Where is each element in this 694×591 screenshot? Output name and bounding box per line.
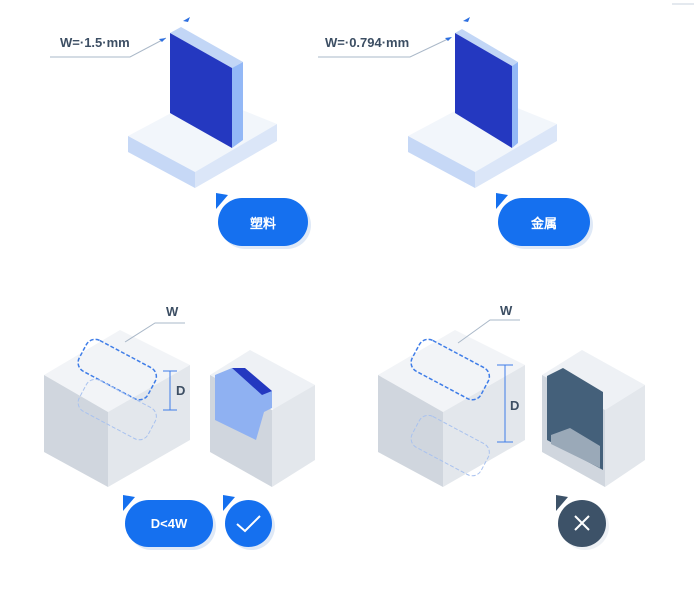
- w-label: W: [500, 303, 513, 318]
- rule-badge: D<4W: [125, 500, 213, 547]
- shallow-pocket-illustration: W D: [44, 304, 315, 487]
- result-fail-badge: [558, 500, 606, 547]
- close-icon: [574, 515, 590, 531]
- material-label: 金属: [530, 215, 557, 231]
- w-label: W: [166, 304, 179, 319]
- d-label: D: [176, 383, 185, 398]
- metal-wall-illustration: W=·0.794·mm: [318, 17, 557, 188]
- material-label: 塑料: [249, 215, 276, 231]
- result-ok-badge: [225, 500, 272, 547]
- width-label: W=·1.5·mm: [60, 35, 130, 50]
- deep-pocket-illustration: W D: [378, 303, 645, 487]
- rule-label: D<4W: [150, 516, 188, 531]
- d-label: D: [510, 398, 519, 413]
- material-badge-metal: 金属: [498, 198, 590, 246]
- width-label: W=·0.794·mm: [325, 35, 409, 50]
- plastic-wall-illustration: W=·1.5·mm: [50, 17, 277, 188]
- material-badge-plastic: 塑料: [218, 198, 308, 246]
- check-icon: [236, 515, 261, 533]
